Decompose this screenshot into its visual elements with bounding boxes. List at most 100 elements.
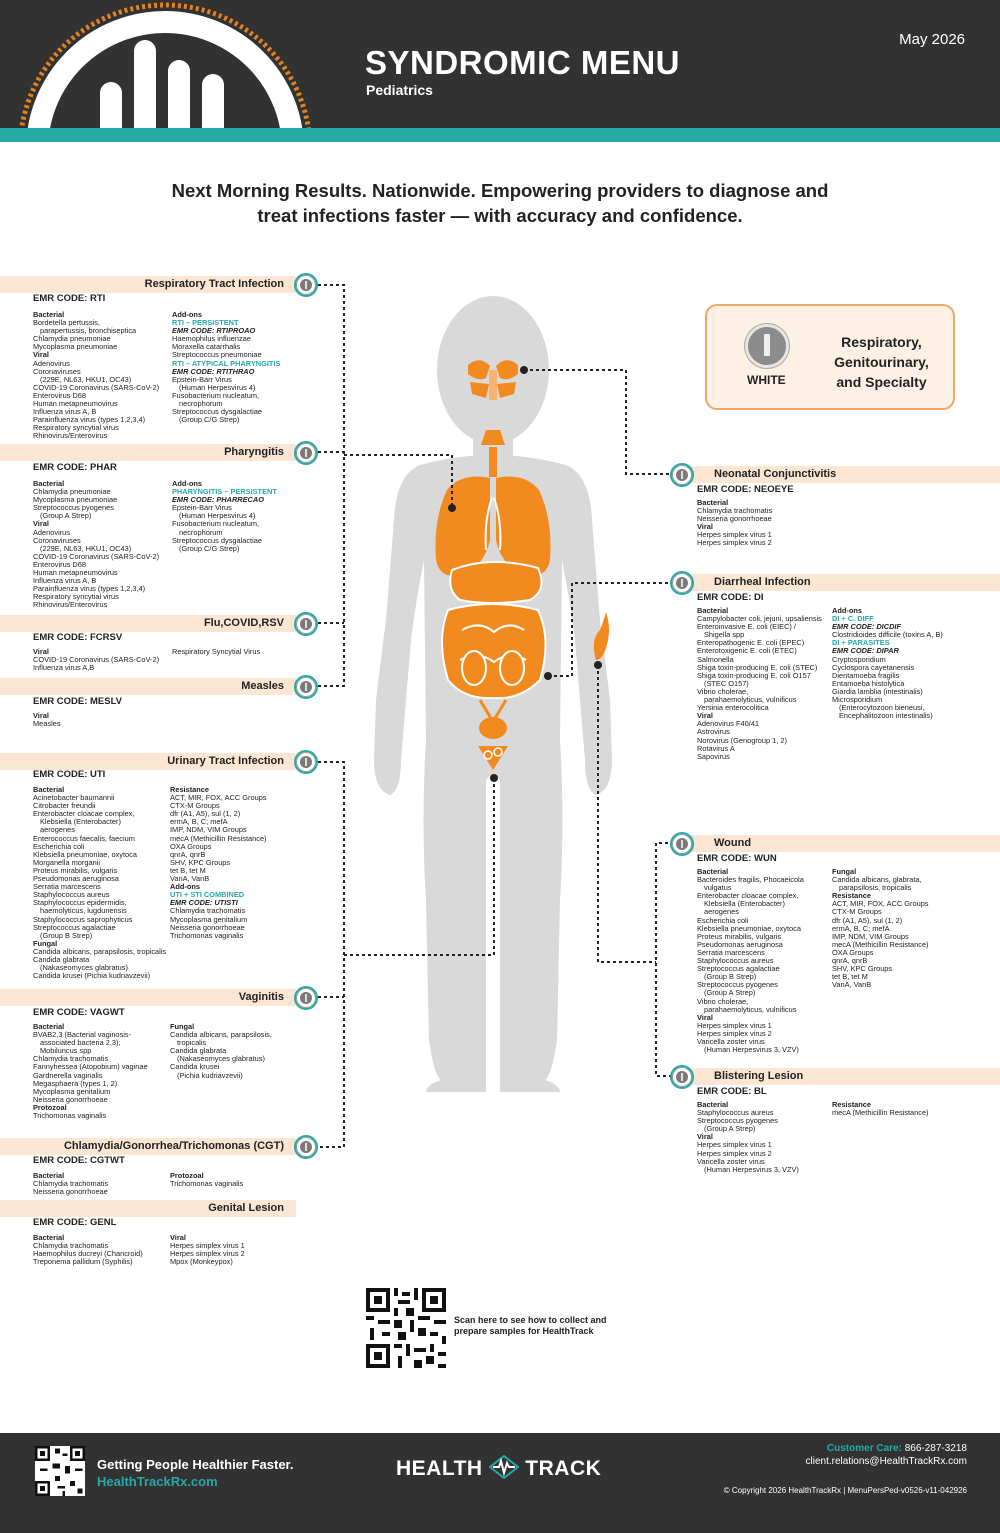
section-header-neoeye: Neonatal Conjunctivitis [680, 466, 1000, 483]
list-subheading: Bacterial [697, 1100, 729, 1109]
list-item: Rotavirus A [697, 743, 735, 753]
list-subheading: Viral [697, 522, 713, 532]
list-item: vulgatus [704, 883, 732, 893]
list-item: Mpox (Monkeypox) [170, 1257, 233, 1267]
list-item: Trichomonas vaginalis [170, 1179, 244, 1189]
legend-line-2: Genitourinary, [834, 354, 929, 370]
emr-code-di: EMR CODE: DI [697, 592, 764, 603]
list-item: COVID-19 Coronavirus (SARS-CoV-2) [33, 382, 160, 392]
tagline-line-2: treat infections faster — with accuracy … [257, 205, 743, 226]
customer-care-label: Customer Care: [826, 1443, 902, 1454]
swab-icon [294, 675, 318, 699]
list-item: parahaemolyticus, vulnificus [704, 1004, 797, 1014]
qr-caption-line-1: Scan here to see how to collect and [454, 1315, 607, 1325]
list-item: Haemophilus influenzae [172, 334, 251, 344]
list-item: Neisseria gonorrhoeae [33, 1187, 108, 1197]
list-item: mecA (Methicillin Resistance) [170, 833, 267, 843]
list-subheading: Add-ons [832, 606, 862, 615]
swab-icon [294, 986, 318, 1010]
footer-brand-logo: HEALTH TRACK [396, 1454, 601, 1481]
footer-qr-code[interactable] [35, 1446, 85, 1496]
list-item: Bacteroides fragilis, Phocaeicola [697, 875, 804, 885]
list-item: OXA Groups [832, 947, 874, 957]
list-item: Candida albicans, glabrata, [832, 875, 922, 885]
list-item: ACT, MIR, FOX, ACC Groups [832, 899, 929, 909]
list-item: Trichomonas vaginalis [33, 1111, 107, 1121]
list-item: Herpes simplex virus 1 [697, 530, 772, 540]
list-item: Candida glabrata [33, 954, 90, 964]
list-item: Candida glabrata [170, 1046, 227, 1056]
list-item: Treponema pallidum (Syphilis) [33, 1257, 133, 1267]
list-subheading: Bacterial [33, 1233, 65, 1242]
list-item: Staphylococcus aureus [697, 956, 774, 966]
list-item: Coronaviruses [33, 366, 81, 376]
list-item: (Enterocytozoon bieneusi, [839, 703, 925, 713]
section-header-uti: Urinary Tract Infection [0, 753, 296, 770]
list-item: Chlamydia trachomatis [170, 906, 246, 916]
list-item: (Pichia kudriavzevii) [177, 1070, 243, 1080]
list-subheading: Viral [33, 711, 49, 720]
list-item: Adenovirus F40/41 [697, 719, 760, 729]
list-item: Influenza virus A,B [33, 663, 95, 673]
list-item: dfr (A1, A5), sul (1, 2) [832, 915, 903, 925]
list-item: SHV, KPC Groups [170, 857, 231, 867]
list-item: Streptococcus pneumoniae [172, 350, 262, 360]
list-item: Streptococcus pyogenes [697, 980, 778, 990]
list-item: (Group B Strep) [40, 930, 93, 940]
list-item: parapsilosis, tropicalis [839, 883, 912, 893]
contact-email-link[interactable]: client.relations@HealthTrackRx.com [805, 1456, 968, 1467]
list-item: ermA, B, C; mefA [170, 817, 228, 827]
list-item: tet B, tet M [170, 865, 206, 875]
list-item: associated bacteria 2,3); [40, 1038, 121, 1048]
section-header-phar: Pharyngitis [0, 444, 296, 461]
list-item: Microsporidium [832, 695, 883, 705]
list-item: Campylobacter coli, jejuni, upsaliensis [697, 614, 822, 624]
list-item: Fusobacterium nucleatum, [172, 519, 260, 529]
swab-icon [294, 273, 318, 297]
fcrsv-col-2: Respiratory Syncytial Virus [172, 640, 312, 656]
swab-tube-icon [745, 324, 789, 368]
list-item: OXA Groups [170, 841, 212, 851]
list-subheading: Resistance [832, 1100, 872, 1109]
list-subheading: Fungal [170, 1022, 195, 1031]
list-item: Influenza virus A, B [33, 407, 97, 417]
list-item: BVAB2,3 (Bacterial vaginosis- [33, 1030, 132, 1040]
list-subheading: Bacterial [697, 606, 729, 615]
list-item: Staphylococcus saprophyticus [33, 914, 133, 924]
list-item: EMR CODE: UTISTI [170, 898, 238, 908]
list-item: Dientamoeba fragilis [832, 670, 900, 680]
list-item: Enteropathogenic E. coli (EPEC) [697, 638, 805, 648]
list-item: Cyclospora cayetanensis [832, 662, 915, 672]
list-item: Rhinovirus/Enterovirus [33, 431, 108, 441]
list-item: Herpes simplex virus 2 [697, 1148, 772, 1158]
list-item: Enterovirus D68 [33, 559, 86, 569]
copyright: © Copyright 2026 HealthTrackRx | MenuPer… [723, 1486, 967, 1495]
list-item: Enterovirus D68 [33, 390, 86, 400]
tagline-line-1: Next Morning Results. Nationwide. Empowe… [171, 180, 829, 201]
list-item: Moraxella catarrhalis [172, 342, 241, 352]
list-item: (Group A Strep) [704, 988, 756, 998]
qr-code[interactable] [366, 1288, 446, 1368]
list-item: Chlamydia trachomatis [33, 1241, 109, 1251]
customer-care-phone[interactable]: 866-287-3218 [904, 1443, 967, 1454]
list-item: Chlamydia pneumoniae [33, 334, 111, 344]
list-item: Yersinia enterocolitica [697, 703, 769, 713]
list-subheading: Fungal [33, 938, 58, 948]
list-item: Shiga toxin-producing E. coli O157 [697, 670, 811, 680]
customer-care: Customer Care: 866-287-3218 [827, 1443, 967, 1454]
emr-code-cgt: EMR CODE: CGTWT [33, 1155, 125, 1166]
list-item: PHARYNGITIS – PERSISTENT [172, 487, 277, 497]
footer-url-link[interactable]: HealthTrackRx.com [97, 1474, 218, 1489]
list-item: Salmonella [697, 654, 734, 664]
list-item: Vibrio cholerae, [697, 996, 749, 1006]
emr-code-meslv: EMR CODE: MESLV [33, 696, 123, 707]
swab-icon [670, 832, 694, 856]
list-item: CTX-M Groups [170, 801, 220, 811]
